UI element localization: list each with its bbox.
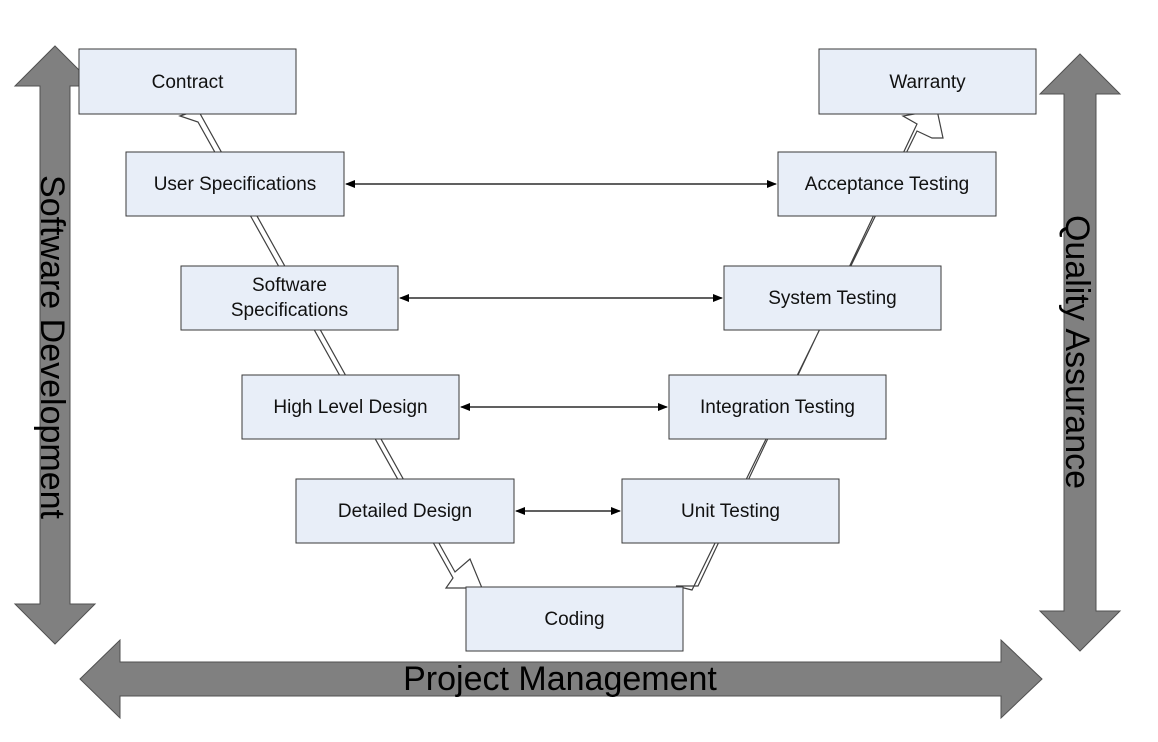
box-contract: Contract xyxy=(78,48,297,115)
box-detailed-design-label: Detailed Design xyxy=(338,501,472,522)
box-unit-testing-label: Unit Testing xyxy=(681,501,780,522)
box-integration-testing-label: Integration Testing xyxy=(700,397,855,418)
box-system-testing-label: System Testing xyxy=(768,288,896,309)
box-system-testing: System Testing xyxy=(723,265,942,331)
box-high-level-design-label: High Level Design xyxy=(273,397,427,418)
box-integration-testing: Integration Testing xyxy=(668,374,887,440)
project-management-arrow xyxy=(79,638,1043,720)
box-software-specifications-label-line2: Specifications xyxy=(231,300,348,321)
box-software-specifications: Software Specifications xyxy=(180,265,399,331)
box-coding: Coding xyxy=(465,586,684,652)
quality-assurance-arrow xyxy=(1038,53,1122,652)
box-detailed-design: Detailed Design xyxy=(295,478,515,544)
box-user-specifications-label: User Specifications xyxy=(154,174,317,195)
box-software-specifications-label-line1: Software xyxy=(252,275,327,296)
ascending-flow-band xyxy=(675,109,944,591)
quality-assurance-label: Quality Assurance xyxy=(1058,215,1096,489)
box-warranty-label: Warranty xyxy=(889,72,966,93)
box-unit-testing: Unit Testing xyxy=(621,478,840,544)
box-warranty: Warranty xyxy=(818,48,1037,115)
box-contract-label: Contract xyxy=(152,72,225,93)
software-development-label: Software Development xyxy=(33,175,71,520)
box-high-level-design: High Level Design xyxy=(241,374,460,440)
box-coding-label: Coding xyxy=(544,609,604,630)
project-management-label: Project Management xyxy=(403,660,717,698)
box-acceptance-testing: Acceptance Testing xyxy=(777,151,997,217)
software-development-arrow xyxy=(13,45,97,645)
box-user-specifications: User Specifications xyxy=(125,151,345,217)
box-acceptance-testing-label: Acceptance Testing xyxy=(805,174,969,195)
